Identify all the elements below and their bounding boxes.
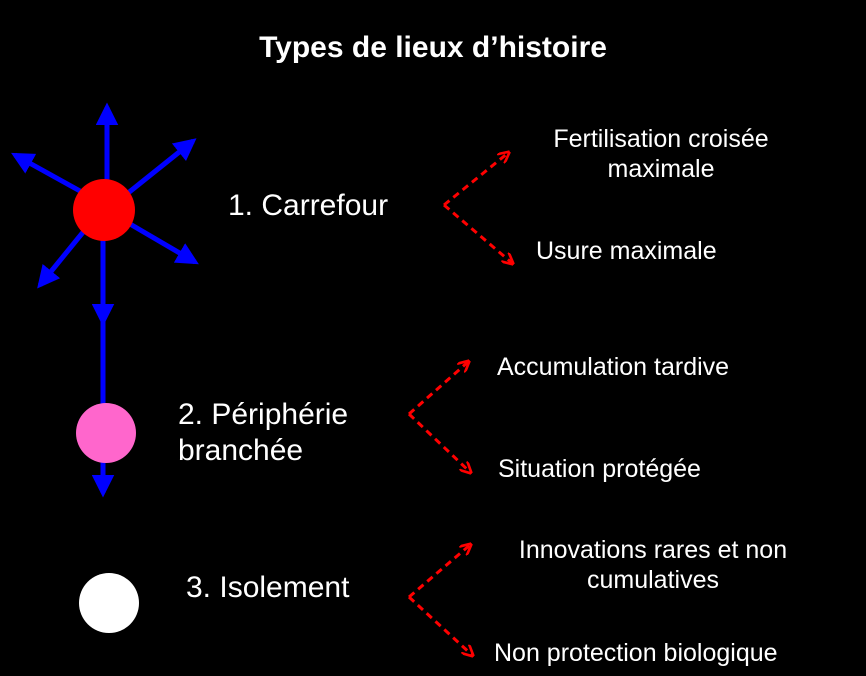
network-arrow-up-left [11,152,82,194]
isolement-arrow-down [407,595,472,655]
peripherie-arrow-up [408,362,468,416]
outcome-isolement-non-protection: Non protection biologique [494,639,778,667]
outcome-carrefour-usure: Usure maximale [536,237,717,265]
carrefour-arrow-up [443,153,508,207]
network-arrows [11,102,199,498]
isolement-node [79,573,139,633]
network-arrow-down-right [128,221,199,265]
network-arrow-down-left [37,229,86,289]
type-label-carrefour: 1. Carrefour [228,189,389,222]
type-label-isolement: 3. Isolement [186,571,350,604]
peripherie-arrow-down [407,412,470,472]
outcome-isolement-innovations: Innovations rares et non cumulatives [518,536,788,594]
diagram-title: Types de lieux d’histoire [259,31,607,64]
network-arrow-up-right [126,138,197,195]
outcome-peripherie-accumulation: Accumulation tardive [497,353,730,381]
type-label-peripherie: 2. Périphérie branchée [178,398,349,467]
carrefour-arrow-down [443,203,512,263]
peripherie-node [76,403,136,463]
carrefour-node [73,179,135,241]
outcome-peripherie-protegee: Situation protégée [498,455,701,483]
outcome-arrows [407,153,512,655]
isolement-arrow-up [408,545,470,599]
outcome-carrefour-fertilisation: Fertilisation croisée maximale [553,125,769,183]
